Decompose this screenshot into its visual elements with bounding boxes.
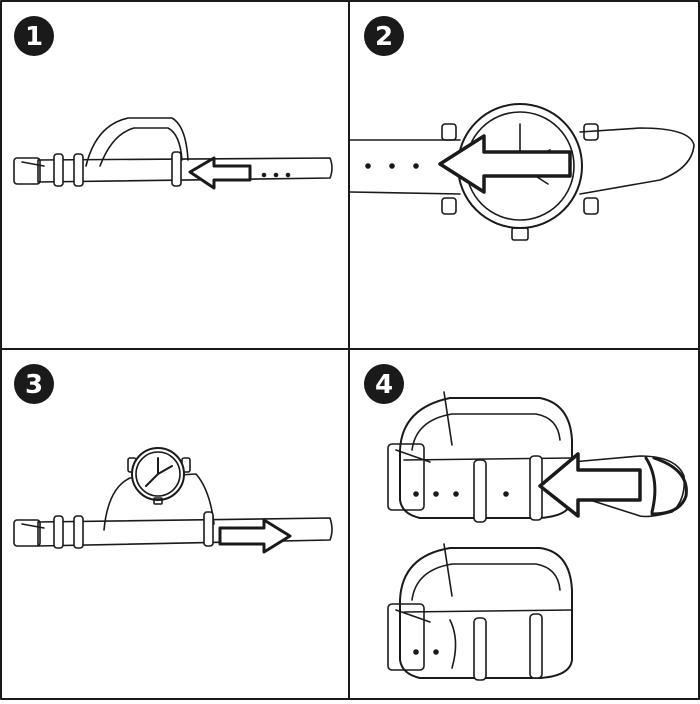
step-1-strap — [13, 117, 333, 187]
step-1-panel: 1 — [13, 16, 333, 190]
step-3-panel: 3 — [13, 364, 333, 554]
step-4-badge: 4 — [364, 364, 404, 404]
step-2-strap — [349, 127, 695, 195]
step-1-arrow-left-icon — [188, 156, 252, 190]
step-1-buckle — [13, 157, 41, 185]
step-1-badge: 1 — [14, 16, 54, 56]
step-4-worn-strap-closed — [387, 543, 573, 681]
step-3-badge: 3 — [14, 364, 54, 404]
step-3-buckle — [13, 519, 41, 547]
step-4-worn-strap-open — [387, 391, 688, 523]
step-4-panel: 4 — [364, 364, 688, 681]
step-4-buckle-lower — [387, 603, 425, 671]
step-2-panel: 2 — [349, 16, 695, 241]
step-4-number: 4 — [375, 370, 393, 400]
step-2-number: 2 — [375, 22, 393, 52]
step-4-arrow-left-icon — [538, 452, 642, 518]
step-3-number: 3 — [25, 370, 43, 400]
step-4-buckle-upper — [387, 443, 425, 511]
step-2-arrow-left-icon — [438, 134, 572, 194]
step-3-watch — [127, 447, 191, 505]
step-2-crown — [511, 227, 529, 241]
step-1-number: 1 — [25, 22, 43, 52]
step-2-badge: 2 — [364, 16, 404, 56]
step-3-arrow-right-icon — [218, 518, 292, 554]
